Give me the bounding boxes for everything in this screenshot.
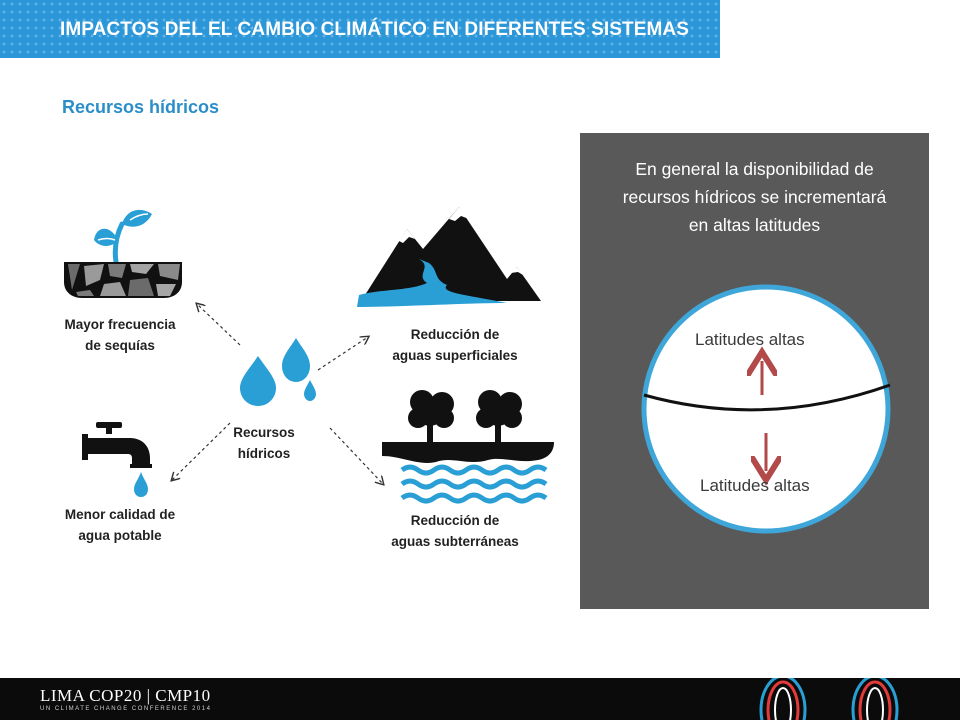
info-panel: En general la disponibilidad de recursos… (580, 133, 929, 609)
surface-water-label: Reducción de aguas superficiales (392, 327, 518, 363)
footer-brand: LIMA COP20 | CMP10 (40, 686, 211, 705)
arrow-to-drinking-water (172, 422, 231, 480)
drought-label: Mayor frecuencia de sequías (64, 317, 176, 353)
mountain-river-icon (357, 207, 541, 307)
arrow-to-drought (197, 304, 241, 346)
faucet-icon (82, 422, 152, 497)
groundwater-label: Reducción de aguas subterráneas (391, 513, 519, 549)
panel-text: En general la disponibilidad de recursos… (622, 159, 887, 235)
globe-bottom-label: Latitudes altas (700, 476, 810, 495)
footer-bar: LIMA COP20 | CMP10 UN CLIMATE CHANGE CON… (0, 678, 960, 720)
header-title: IMPACTOS DEL EL CAMBIO CLIMÁTICO EN DIFE… (60, 19, 690, 40)
footer-subtitle: UN CLIMATE CHANGE CONFERENCE 2014 (40, 706, 212, 712)
globe-diagram (641, 284, 891, 534)
drinking-water-label: Menor calidad de agua potable (64, 507, 176, 543)
equator-line (643, 383, 891, 412)
section-title: Recursos hídricos (62, 97, 220, 117)
cop20-logo-icon (759, 678, 899, 720)
arrow-to-groundwater (329, 427, 383, 484)
globe-top-label: Latitudes altas (695, 330, 805, 349)
center-label: Recursos hídricos (233, 425, 295, 461)
arrow-to-surface-water (317, 337, 368, 371)
water-drops-icon (240, 338, 316, 406)
drought-sprout-icon (64, 209, 182, 298)
trees-groundwater-icon (382, 390, 554, 504)
header-banner: IMPACTOS DEL EL CAMBIO CLIMÁTICO EN DIFE… (0, 0, 720, 58)
